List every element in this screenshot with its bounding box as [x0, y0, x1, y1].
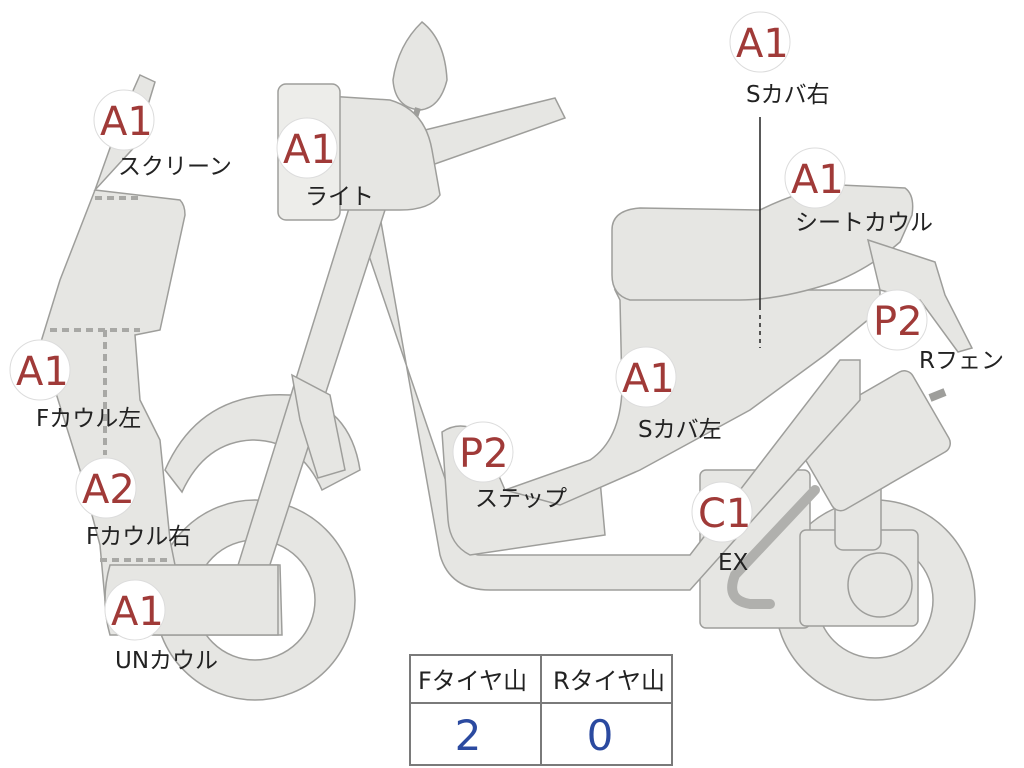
part-label: Fカウル左: [36, 406, 141, 432]
rear-shock-rod: [928, 388, 947, 402]
part-label: Fカウル右: [86, 524, 191, 550]
rear-hub: [847, 552, 913, 618]
handlebar: [424, 97, 567, 166]
badge-circle: [9, 339, 71, 401]
badge-un-cowl[interactable]: A1 UNカウル: [104, 579, 218, 674]
badge-r-fender[interactable]: P2 Rフェン: [866, 289, 1004, 374]
badge-light[interactable]: A1 ライト: [276, 117, 374, 210]
badge-circle: [75, 457, 137, 519]
badge-scover-right[interactable]: A1 Sカバ右: [729, 11, 830, 108]
badge-circle: [104, 579, 166, 641]
side-cover: [502, 289, 881, 506]
part-label: シートカウル: [795, 210, 933, 236]
part-label: スクリーン: [118, 154, 232, 180]
badge-seat-cowl[interactable]: A1 シートカウル: [784, 147, 933, 236]
damage-code: A1: [622, 356, 675, 402]
badge-fcowl-right[interactable]: A2 Fカウル右: [75, 457, 191, 550]
damage-code: A1: [100, 99, 153, 145]
fork-bracket: [290, 373, 346, 479]
damage-code: A1: [16, 349, 69, 395]
badge-circle: [784, 147, 846, 209]
part-label: EX: [718, 550, 749, 576]
damage-code: A1: [791, 157, 844, 203]
part-label: UNカウル: [115, 648, 218, 674]
part-label: Sカバ左: [638, 417, 722, 443]
badge-circle: [276, 117, 338, 179]
badge-fcowl-left[interactable]: A1 Fカウル左: [9, 339, 141, 432]
part-label: ライト: [305, 184, 374, 210]
front-tire-header: Fタイヤ山: [418, 667, 527, 695]
part-label: Rフェン: [919, 348, 1004, 374]
damage-code: P2: [459, 431, 509, 477]
tire-table: Fタイヤ山 Rタイヤ山 2 0: [409, 654, 673, 766]
badge-circle: [615, 346, 677, 408]
front-tire-value: 2: [455, 711, 482, 760]
damage-code: A1: [283, 127, 336, 173]
rear-tire-header: Rタイヤ山: [553, 667, 665, 695]
badge-circle: [866, 289, 928, 351]
scooter-silhouette: [39, 21, 976, 701]
badge-circle: [691, 481, 753, 543]
badge-exhaust[interactable]: C1 EX: [691, 481, 753, 576]
badge-circle: [452, 421, 514, 483]
exhaust-pipe: [727, 485, 820, 609]
damage-code: A1: [111, 589, 164, 635]
mirror: [392, 21, 448, 111]
part-label: ステップ: [475, 486, 567, 512]
rear-tire-value: 0: [587, 711, 614, 760]
badge-step[interactable]: P2 ステップ: [452, 421, 567, 512]
seat: [611, 184, 914, 301]
badge-screen[interactable]: A1 スクリーン: [93, 89, 232, 180]
damage-code: C1: [698, 491, 751, 537]
damage-code: P2: [873, 299, 923, 345]
badge-circle: [93, 89, 155, 151]
damage-code: A1: [736, 21, 789, 67]
badge-circle: [729, 11, 791, 73]
part-label: Sカバ右: [746, 82, 830, 108]
badge-scover-left[interactable]: A1 Sカバ左: [615, 346, 722, 443]
damage-code: A2: [82, 467, 135, 513]
